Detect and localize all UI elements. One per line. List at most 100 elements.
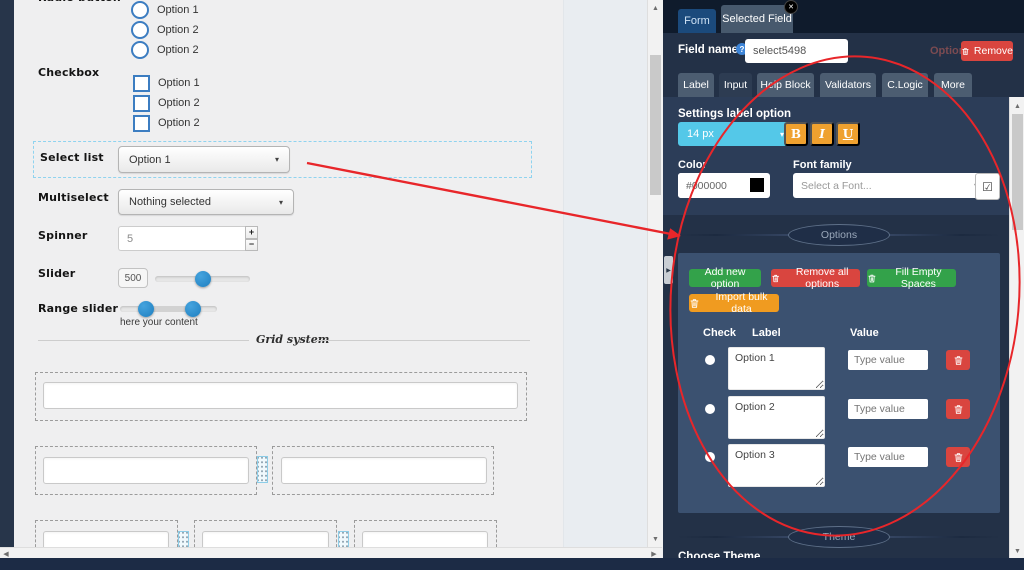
font-size-dropdown[interactable]: 14 px ▾ bbox=[678, 122, 793, 146]
checkbox-option-label: Option 2 bbox=[158, 97, 200, 109]
font-size-value: 14 px bbox=[687, 128, 714, 140]
tab-more[interactable]: More bbox=[934, 73, 972, 97]
trash-icon bbox=[771, 273, 780, 284]
italic-button[interactable]: I bbox=[810, 122, 834, 146]
tab-clogic[interactable]: C.Logic bbox=[882, 73, 928, 97]
spinner-input[interactable]: 5 bbox=[118, 226, 253, 251]
multiselect-dropdown[interactable]: Nothing selected ▾ bbox=[118, 189, 294, 215]
option-label-textarea[interactable]: Option 1 bbox=[728, 347, 825, 390]
underline-button[interactable]: U bbox=[836, 122, 860, 146]
panel-vertical-scrollbar[interactable]: ▲ ▼ bbox=[1009, 97, 1024, 559]
slider-value-badge: 500 bbox=[118, 268, 148, 288]
bottom-edge-bar bbox=[0, 558, 1024, 570]
option-radio[interactable] bbox=[705, 355, 715, 365]
grid-cell-input[interactable] bbox=[281, 457, 487, 484]
scrollbar-thumb[interactable] bbox=[650, 55, 661, 195]
scroll-up-icon[interactable]: ▲ bbox=[652, 4, 659, 12]
tab-help-block[interactable]: Help Block bbox=[757, 73, 814, 97]
color-input-group bbox=[678, 173, 770, 198]
form-vertical-scrollbar[interactable]: ▲ ▼ bbox=[647, 0, 663, 547]
grid-cell-input[interactable] bbox=[43, 457, 249, 484]
slider-handle[interactable] bbox=[195, 271, 211, 287]
tab-input[interactable]: Input bbox=[719, 73, 752, 97]
scrollbar-thumb[interactable] bbox=[1012, 114, 1023, 230]
scroll-right-icon[interactable]: ▶ bbox=[651, 551, 657, 558]
option-label-textarea[interactable]: Option 3 bbox=[728, 444, 825, 487]
drag-handle-icon[interactable] bbox=[257, 456, 268, 483]
subtab-text: Validators bbox=[825, 79, 871, 91]
option-value-input[interactable] bbox=[848, 350, 928, 370]
radio-option-row: Option 2 bbox=[131, 21, 199, 39]
checkbox-option-row: Option 2 bbox=[133, 94, 200, 112]
checkbox-option-label: Option 1 bbox=[158, 77, 200, 89]
radio-icon[interactable] bbox=[131, 1, 149, 19]
bold-button[interactable]: B bbox=[784, 122, 808, 146]
form-horizontal-scrollbar[interactable]: ◀ ▶ bbox=[0, 547, 662, 560]
underline-glyph: U bbox=[842, 127, 854, 141]
tab-form[interactable]: Form bbox=[678, 9, 716, 33]
add-new-option-button[interactable]: Add new option bbox=[689, 266, 761, 290]
checkbox-option-row: Option 1 bbox=[133, 74, 200, 92]
checkbox-option-row: Option 2 bbox=[133, 114, 200, 132]
tab-validators[interactable]: Validators bbox=[820, 73, 876, 97]
chevron-down-icon: ▾ bbox=[274, 155, 279, 164]
import-bulk-data-button[interactable]: Import bulk data bbox=[689, 291, 779, 315]
option-radio[interactable] bbox=[705, 404, 715, 414]
color-input[interactable] bbox=[678, 173, 746, 198]
scroll-down-icon[interactable]: ▼ bbox=[652, 535, 659, 543]
delete-option-button[interactable] bbox=[946, 447, 970, 467]
options-divider[interactable]: Options bbox=[678, 224, 1000, 246]
option-value-input[interactable] bbox=[848, 447, 928, 467]
theme-divider-oval[interactable]: Theme bbox=[788, 526, 890, 548]
tab-form-label: Form bbox=[684, 15, 710, 27]
remove-all-options-button[interactable]: Remove all options bbox=[771, 266, 860, 290]
trash-icon bbox=[953, 404, 964, 415]
radio-icon[interactable] bbox=[131, 41, 149, 59]
radio-option-label: Option 2 bbox=[157, 24, 199, 36]
range-slider-help-text: here your content bbox=[120, 317, 198, 328]
color-swatch[interactable] bbox=[750, 178, 764, 192]
panel-collapse-handle[interactable]: ▶ bbox=[664, 256, 673, 284]
select-list-dropdown[interactable]: Option 1 ▾ bbox=[118, 146, 290, 173]
range-slider-handle-high[interactable] bbox=[185, 301, 201, 317]
checkbox-icon[interactable] bbox=[133, 94, 150, 112]
options-divider-oval[interactable]: Options bbox=[788, 224, 890, 246]
radio-icon[interactable] bbox=[131, 21, 149, 39]
theme-divider[interactable]: Theme bbox=[678, 526, 1000, 548]
grid-cell[interactable] bbox=[272, 446, 494, 495]
range-slider-handle-low[interactable] bbox=[138, 301, 154, 317]
option-label-textarea[interactable]: Option 2 bbox=[728, 396, 825, 439]
spinner-value: 5 bbox=[127, 232, 134, 245]
option-radio[interactable] bbox=[705, 452, 715, 462]
grid-cell[interactable] bbox=[35, 372, 527, 421]
tab-selected-field[interactable]: Selected Field bbox=[721, 5, 793, 33]
scroll-up-icon[interactable]: ▲ bbox=[1014, 102, 1021, 110]
checkbox-group-label: Checkbox bbox=[38, 66, 100, 79]
scroll-left-icon[interactable]: ◀ bbox=[3, 551, 9, 558]
delete-option-button[interactable] bbox=[946, 399, 970, 419]
delete-option-button[interactable] bbox=[946, 350, 970, 370]
checkbox-checked-icon: ☑ bbox=[982, 179, 993, 194]
italic-glyph: I bbox=[819, 127, 825, 141]
grid-cell-input[interactable] bbox=[43, 382, 518, 409]
remove-field-button[interactable]: Remove bbox=[961, 41, 1013, 61]
subtab-text: C.Logic bbox=[887, 79, 923, 91]
value-column-header: Value bbox=[850, 327, 879, 339]
field-name-input[interactable] bbox=[745, 39, 848, 63]
tab-label[interactable]: Label bbox=[678, 73, 714, 97]
spinner-increment-button[interactable]: + bbox=[245, 226, 258, 239]
checkbox-icon[interactable] bbox=[133, 74, 150, 92]
fill-empty-spaces-button[interactable]: Fill Empty Spaces bbox=[867, 266, 956, 290]
select-list-value: Option 1 bbox=[129, 153, 171, 166]
close-icon[interactable]: ✕ bbox=[784, 0, 798, 14]
grid-cell[interactable] bbox=[35, 446, 257, 495]
spinner-decrement-button[interactable]: − bbox=[245, 238, 258, 251]
font-apply-checkbox-button[interactable]: ☑ bbox=[975, 173, 1000, 200]
selected-field-outline[interactable] bbox=[33, 141, 532, 178]
checkbox-icon[interactable] bbox=[133, 114, 150, 132]
scroll-down-icon[interactable]: ▼ bbox=[1014, 547, 1021, 555]
option-value-input[interactable] bbox=[848, 399, 928, 419]
font-family-dropdown[interactable]: Select a Font... ▾ bbox=[793, 173, 986, 198]
remove-label: Remove bbox=[973, 45, 1013, 57]
